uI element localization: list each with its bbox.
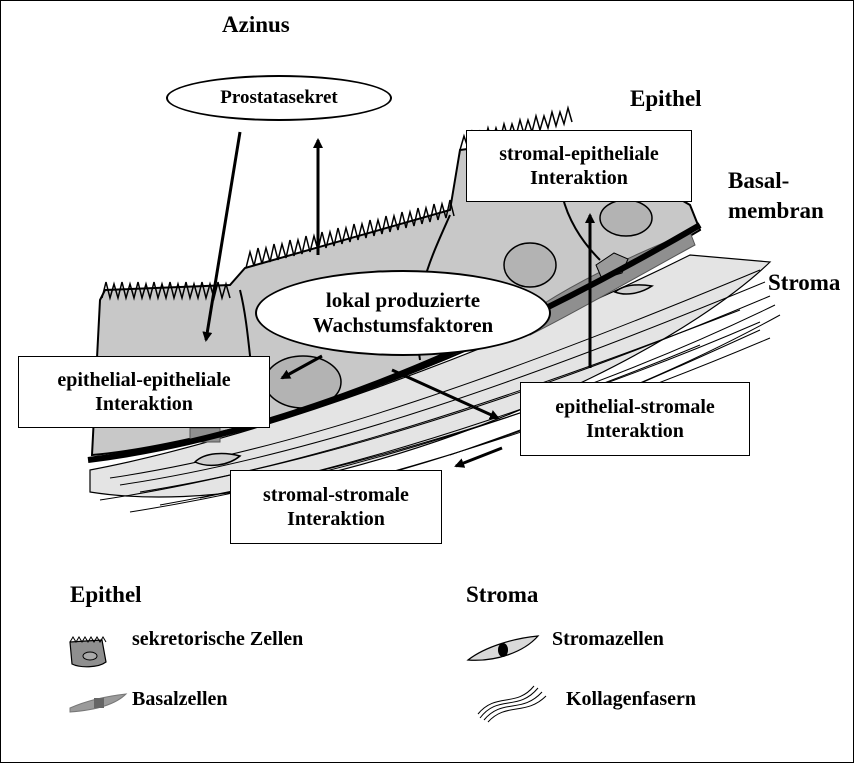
box-stromal-stromal-line1: stromal-stromale	[263, 483, 409, 507]
legend-collagen-icon	[478, 686, 546, 722]
legend-label-basal: Basalzellen	[132, 688, 228, 710]
box-epithelial-stromal-line1: epithelial-stromale	[555, 395, 715, 419]
legend-label-stromal-cells: Stromazellen	[552, 628, 664, 650]
box-stromal-stromal: stromal-stromale Interaktion	[230, 470, 442, 544]
legend-label-collagen: Kollagenfasern	[566, 688, 696, 710]
label-basal-line2: membran	[728, 198, 824, 224]
legend-heading-epithel: Epithel	[70, 582, 142, 608]
box-epithelial-stromal: epithelial-stromale Interaktion	[520, 382, 750, 456]
box-epithelial-epithelial-line2: Interaktion	[95, 392, 193, 416]
legend-label-secretory: sekretorische Zellen	[132, 628, 303, 650]
legend-stromal-cell-icon	[468, 636, 538, 660]
legend-basal-icon	[70, 694, 126, 712]
box-epithelial-stromal-line2: Interaktion	[586, 419, 684, 443]
label-stroma: Stroma	[768, 270, 840, 296]
box-epithelial-epithelial-line1: epithelial-epitheliale	[57, 368, 230, 392]
growth-factors-line1: lokal produzierte	[326, 288, 480, 313]
box-epithelial-epithelial: epithelial-epitheliale Interaktion	[18, 356, 270, 428]
legend-secretory-icon	[70, 637, 106, 667]
secretion-label: Prostatasekret	[220, 87, 338, 110]
label-epithel: Epithel	[630, 86, 702, 112]
box-stromal-epithelial: stromal-epitheliale Interaktion	[466, 130, 692, 202]
box-stromal-epithelial-line2: Interaktion	[530, 166, 628, 190]
growth-factors-line2: Wachstumsfaktoren	[313, 313, 493, 338]
growth-factors-oval: lokal produzierte Wachstumsfaktoren	[255, 270, 551, 356]
secretion-oval: Prostatasekret	[166, 75, 392, 121]
legend-heading-stroma: Stroma	[466, 582, 538, 608]
title-azinus: Azinus	[222, 12, 290, 38]
box-stromal-stromal-line2: Interaktion	[287, 507, 385, 531]
box-stromal-epithelial-line1: stromal-epitheliale	[499, 142, 659, 166]
label-basal-line1: Basal-	[728, 168, 789, 194]
